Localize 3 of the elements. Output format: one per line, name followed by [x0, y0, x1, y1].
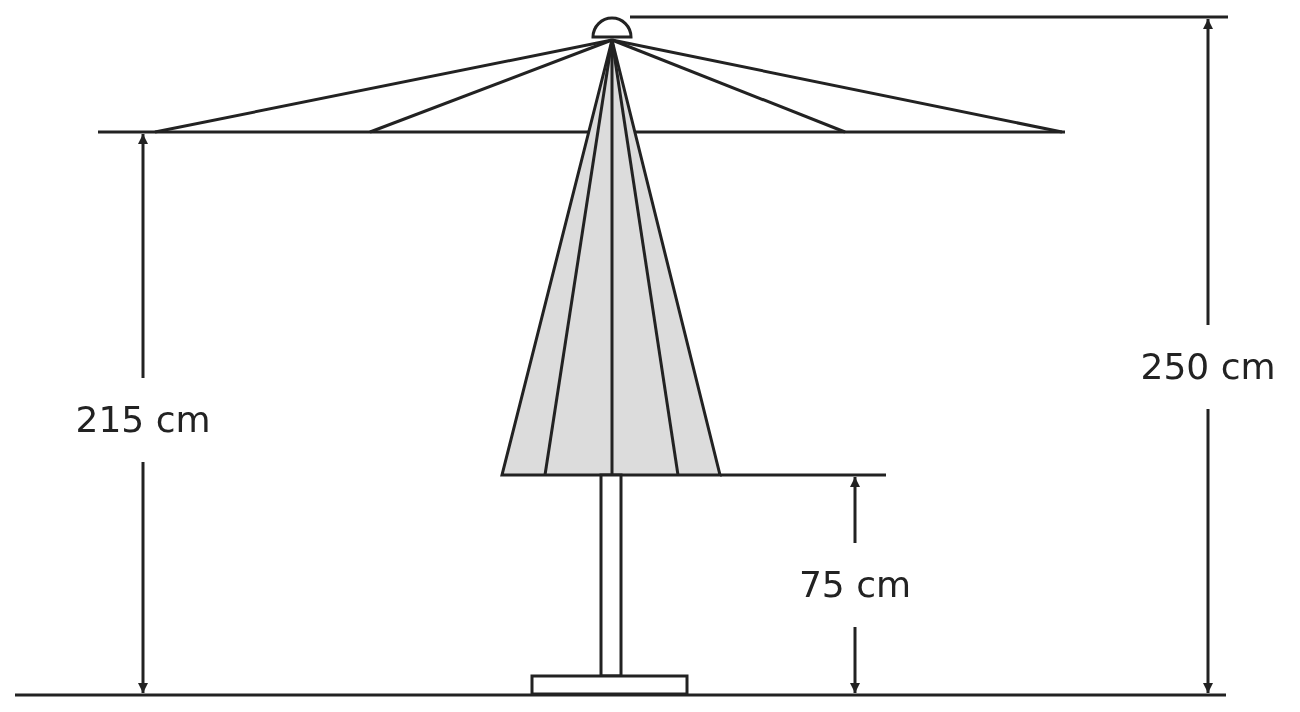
- dimension-label: 215 cm: [75, 402, 211, 438]
- dimension-label: 75 cm: [798, 567, 912, 603]
- dimension-label: 250 cm: [1140, 349, 1276, 385]
